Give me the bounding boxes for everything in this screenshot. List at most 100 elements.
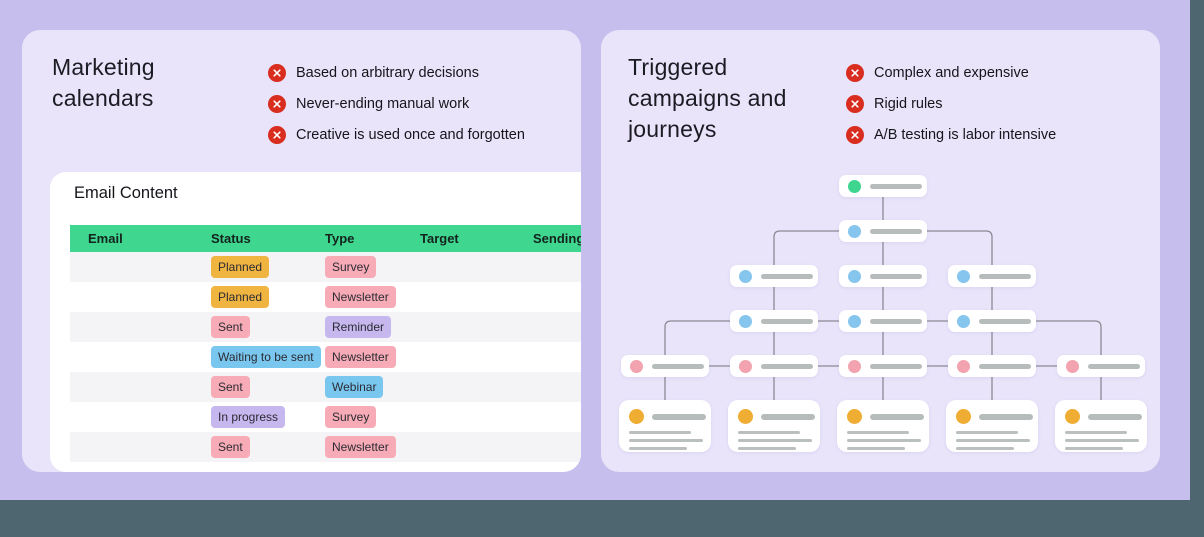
node-dot	[848, 224, 861, 238]
node-placeholder-bar	[870, 273, 922, 279]
flow-card-header	[728, 400, 820, 424]
card-placeholder-bar	[1088, 413, 1142, 420]
card-text-line	[956, 431, 1018, 434]
flow-node	[948, 355, 1036, 377]
pain-point-list: Based on arbitrary decisions Never-endin…	[268, 57, 525, 150]
flow-card	[728, 400, 820, 452]
card-text-line	[629, 447, 687, 450]
type-badge: Newsletter	[325, 286, 396, 308]
column-header: Target	[420, 231, 459, 246]
column-header: Type	[325, 231, 355, 246]
error-x-icon	[846, 94, 864, 113]
panel-title-line: Triggered	[628, 54, 728, 80]
card-text-line	[956, 447, 1014, 450]
card-placeholder-bar	[652, 413, 706, 420]
card-text-line	[738, 439, 812, 442]
node-dot	[1066, 359, 1079, 373]
flow-card-header	[837, 400, 929, 424]
flow-node	[1057, 355, 1145, 377]
node-dot	[848, 314, 861, 328]
status-badge: Waiting to be sent	[211, 346, 321, 368]
card-placeholder-bar	[761, 413, 815, 420]
flow-card-header	[1055, 400, 1147, 424]
status-cell: Sent	[211, 436, 325, 458]
card-text-line	[847, 431, 909, 434]
flow-node	[948, 310, 1036, 332]
pain-point-label: Creative is used once and forgotten	[296, 126, 525, 143]
card-dot	[738, 409, 753, 424]
flow-card	[1055, 400, 1147, 452]
type-cell: Reminder	[325, 316, 420, 338]
flow-node	[948, 265, 1036, 287]
status-badge: Planned	[211, 286, 270, 308]
node-dot	[848, 359, 861, 373]
flow-node	[839, 265, 927, 287]
card-text-lines	[728, 424, 820, 450]
card-text-line	[956, 439, 1030, 442]
node-placeholder-bar	[870, 183, 922, 189]
type-cell: Newsletter	[325, 346, 420, 368]
table-row: Sent Newsletter	[70, 432, 581, 462]
flow-node	[839, 220, 927, 242]
status-badge: Sent	[211, 316, 250, 338]
panel-title-line: campaigns and	[628, 85, 787, 111]
flow-card-header	[619, 400, 711, 424]
card-text-lines	[619, 424, 711, 450]
card-text-lines	[946, 424, 1038, 450]
pain-point-label: Based on arbitrary decisions	[296, 64, 479, 81]
table-row: Sent Reminder	[70, 312, 581, 342]
status-badge: Sent	[211, 376, 250, 398]
flow-node	[730, 265, 818, 287]
node-dot	[848, 179, 861, 193]
card-dot	[629, 409, 644, 424]
flow-node	[621, 355, 709, 377]
table-body: Planned Survey Planned Newsletter Sent R…	[70, 252, 581, 462]
card-dot	[956, 409, 971, 424]
node-placeholder-bar	[761, 318, 813, 324]
status-cell: Sent	[211, 376, 325, 398]
flow-connectors	[664, 197, 1102, 400]
card-text-lines	[1055, 424, 1147, 450]
pain-point: A/B testing is labor intensive	[846, 119, 1056, 150]
flow-node	[839, 175, 927, 197]
panel-title: Marketing calendars	[52, 52, 155, 114]
card-dot	[1065, 409, 1080, 424]
card-text-line	[629, 439, 703, 442]
table-title: Email Content	[74, 184, 178, 202]
error-x-icon	[846, 125, 864, 144]
pain-point: Never-ending manual work	[268, 88, 525, 119]
status-badge: Planned	[211, 256, 270, 278]
status-badge: Sent	[211, 436, 250, 458]
table-row: Planned Newsletter	[70, 282, 581, 312]
node-dot	[739, 269, 752, 283]
node-dot	[630, 359, 643, 373]
pain-point: Complex and expensive	[846, 57, 1056, 88]
card-dot	[847, 409, 862, 424]
column-header: Sending	[533, 231, 581, 246]
pain-point-list: Complex and expensive Rigid rules A/B te…	[846, 57, 1056, 150]
email-content-card: Email Content Email Status Type Target S…	[50, 172, 581, 472]
pain-point: Rigid rules	[846, 88, 1056, 119]
pain-point-label: Never-ending manual work	[296, 95, 470, 112]
error-x-icon	[846, 63, 864, 82]
error-x-icon	[268, 94, 286, 113]
card-text-lines	[837, 424, 929, 450]
card-text-line	[1065, 431, 1127, 434]
card-text-line	[1065, 447, 1123, 450]
status-cell: Planned	[211, 286, 325, 308]
table-row: Planned Survey	[70, 252, 581, 282]
status-cell: Sent	[211, 316, 325, 338]
error-x-icon	[268, 63, 286, 82]
node-placeholder-bar	[979, 273, 1031, 279]
flow-node	[730, 310, 818, 332]
card-text-line	[847, 439, 921, 442]
node-placeholder-bar	[761, 363, 813, 369]
node-dot	[739, 359, 752, 373]
card-placeholder-bar	[870, 413, 924, 420]
pain-point-label: A/B testing is labor intensive	[874, 126, 1057, 143]
flow-node	[839, 310, 927, 332]
email-table: Email Status Type Target Sending Planned…	[70, 225, 581, 462]
status-badge: In progress	[211, 406, 286, 428]
node-dot	[957, 359, 970, 373]
